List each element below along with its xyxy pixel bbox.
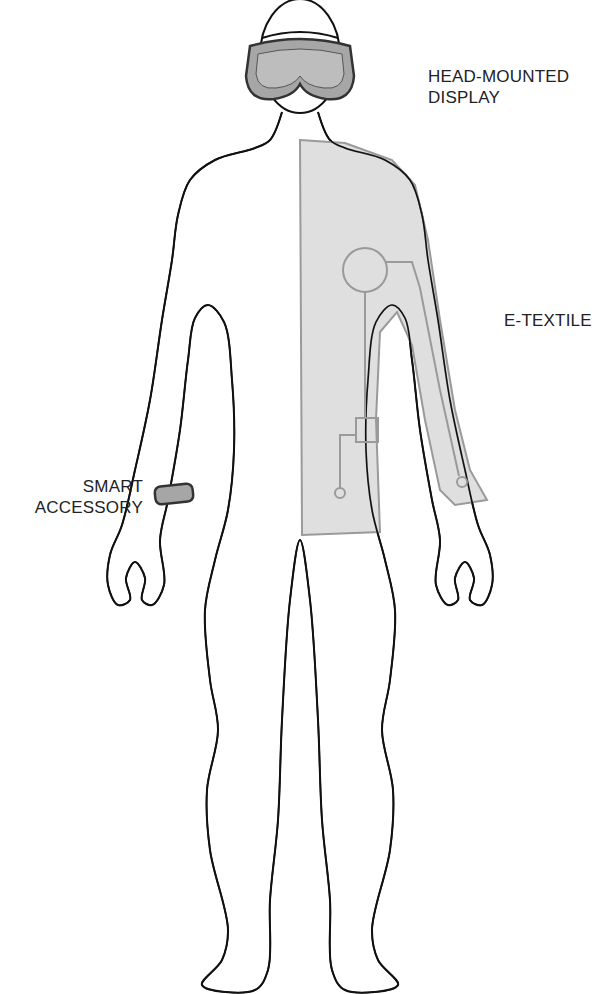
- part-label: HEAD-MOUNTED DISPLAY: [428, 66, 578, 108]
- part-label: SMART ACCESSORY: [8, 476, 143, 518]
- body-edge: [107, 112, 493, 993]
- part-label: E-TEXTILE: [504, 310, 594, 331]
- head-mounted-display: [246, 39, 354, 99]
- smart-wristband: [154, 483, 194, 505]
- body-outline: [107, 112, 493, 993]
- display-strap: [262, 32, 338, 38]
- e-textile-garment: [300, 140, 487, 535]
- display-lens: [256, 49, 344, 88]
- textile-circuit: [335, 248, 467, 498]
